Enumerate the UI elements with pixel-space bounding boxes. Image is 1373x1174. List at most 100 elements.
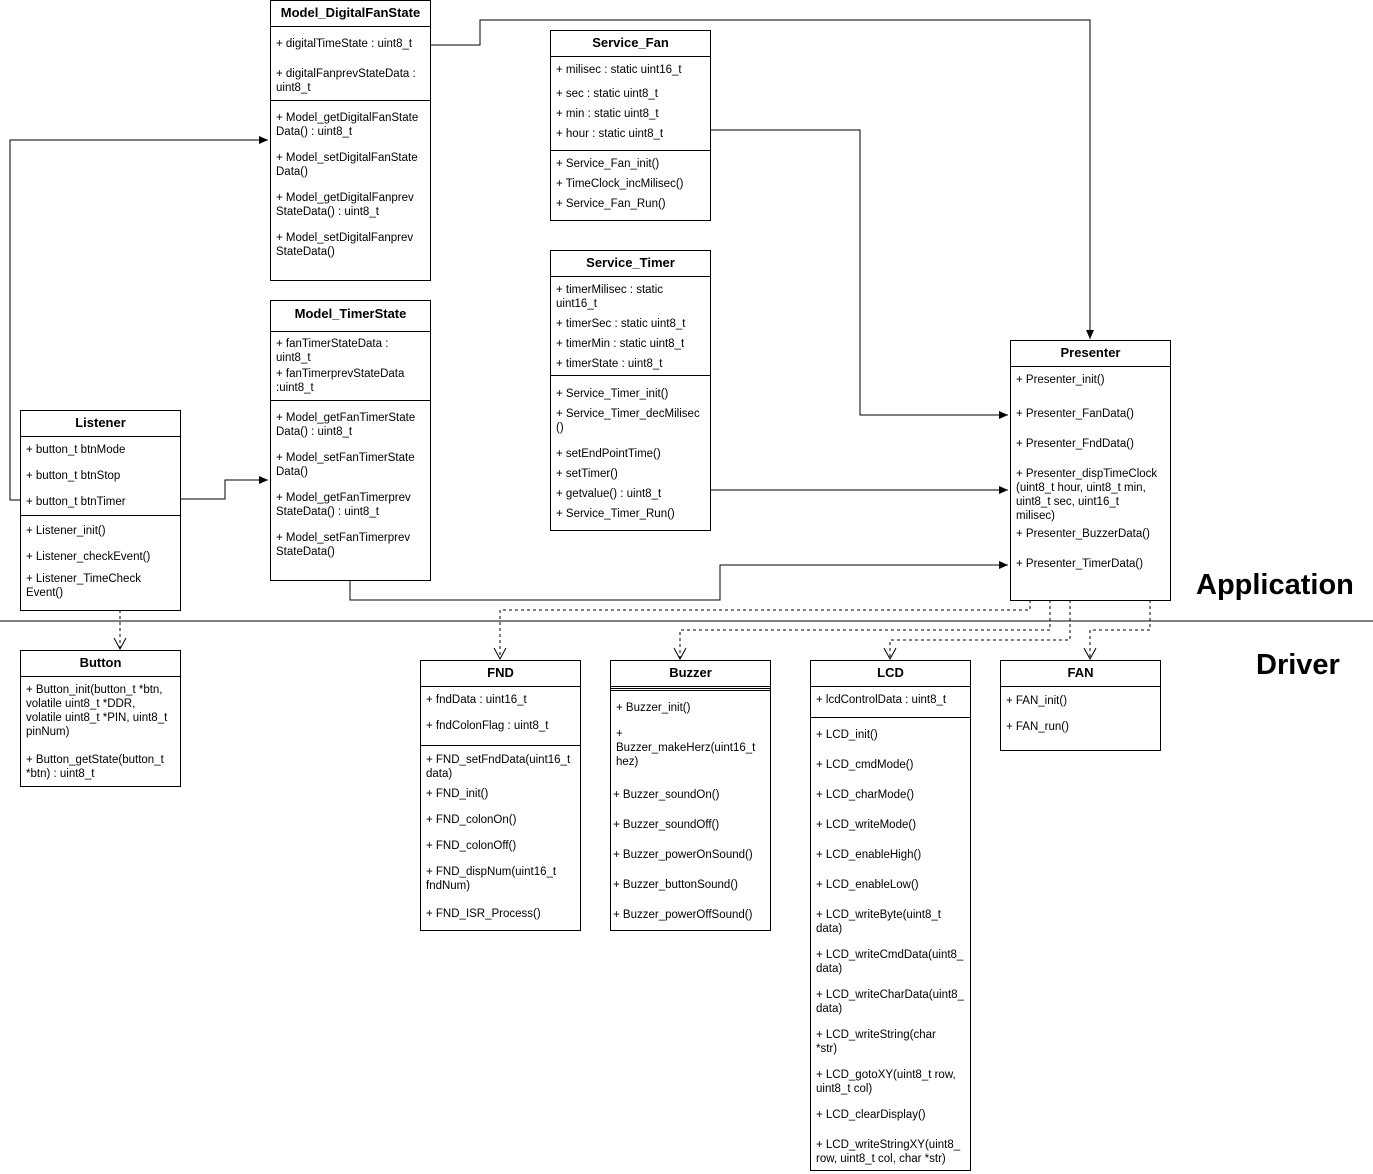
method: + Buzzer_powerOffSound()	[613, 908, 768, 922]
attribute: + timerSec : static uint8_t	[556, 317, 708, 331]
edge-model-digital-to-presenter	[430, 20, 1090, 339]
method: + Model_getFanTimerprev StateData() : ui…	[276, 491, 428, 519]
class-service-timer[interactable]: Service_Timer + timerMilisec : static ui…	[550, 250, 711, 531]
method: + Model_setFanTimerState Data()	[276, 451, 428, 479]
method: + Model_setFanTimerprev StateData()	[276, 531, 428, 559]
class-fan[interactable]: FAN + FAN_init() + FAN_run()	[1000, 660, 1161, 751]
method: + Presenter_FanData()	[1016, 407, 1168, 421]
attribute: + fanTimerStateData : uint8_t	[276, 337, 428, 365]
class-model-timer-state[interactable]: Model_TimerState + fanTimerStateData : u…	[270, 300, 431, 581]
method: + Presenter_init()	[1016, 373, 1168, 387]
method-section: + Service_Timer_init() + Service_Timer_d…	[551, 376, 710, 530]
method: + Listener_checkEvent()	[26, 550, 178, 564]
method: + FND_init()	[426, 787, 578, 801]
method: + LCD_enableHigh()	[816, 848, 968, 862]
method: + setTimer()	[556, 467, 708, 481]
class-title: Buzzer	[611, 661, 770, 687]
class-title: Button	[21, 651, 180, 677]
class-title: FAN	[1001, 661, 1160, 687]
class-lcd[interactable]: LCD + lcdControlData : uint8_t + LCD_ini…	[810, 660, 971, 1171]
method: + LCD_writeMode()	[816, 818, 968, 832]
class-title: Service_Timer	[551, 251, 710, 277]
method: + Button_init(button_t *btn, volatile ui…	[26, 683, 178, 739]
method: + LCD_charMode()	[816, 788, 968, 802]
method-section: + Buzzer_init() + Buzzer_makeHerz(uint16…	[611, 691, 770, 930]
method: + Listener_TimeCheck Event()	[26, 572, 178, 600]
method: + getvalue() : uint8_t	[556, 487, 708, 501]
method: + FND_colonOff()	[426, 839, 578, 853]
method-section: + Service_Fan_init() + TimeClock_incMili…	[551, 151, 710, 220]
class-listener[interactable]: Listener + button_t btnMode + button_t b…	[20, 410, 181, 611]
attribute: + button_t btnStop	[26, 469, 178, 483]
method: + Model_setDigitalFanState Data()	[276, 151, 428, 179]
method: + Presenter_FndData()	[1016, 437, 1168, 451]
method: + FND_ISR_Process()	[426, 907, 578, 921]
attribute: + button_t btnMode	[26, 443, 178, 457]
class-fnd[interactable]: FND + fndData : uint16_t + fndColonFlag …	[420, 660, 581, 931]
attribute: + sec : static uint8_t	[556, 87, 708, 101]
attribute: + fanTimerprevStateData :uint8_t	[276, 367, 428, 395]
method: + LCD_cmdMode()	[816, 758, 968, 772]
method: + Presenter_dispTimeClock (uint8_t hour,…	[1016, 467, 1168, 523]
method: + Listener_init()	[26, 524, 178, 538]
method: + LCD_clearDisplay()	[816, 1108, 968, 1122]
dep-presenter-to-buzzer	[680, 600, 1050, 659]
method: + Buzzer_soundOff()	[613, 818, 768, 832]
attribute: + timerMin : static uint8_t	[556, 337, 708, 351]
method: + LCD_gotoXY(uint8_t row, uint8_t col)	[816, 1068, 968, 1096]
method: + Model_getFanTimerState Data() : uint8_…	[276, 411, 428, 439]
method: + FND_setFndData(uint16_t data)	[426, 753, 578, 781]
method: + Buzzer_init()	[616, 701, 768, 715]
attribute: + timerMilisec : static uint16_t	[556, 283, 708, 311]
attribute: + digitalTimeState : uint8_t	[276, 37, 428, 51]
method-section: + FND_setFndData(uint16_t data) + FND_in…	[421, 746, 580, 930]
method: + TimeClock_incMilisec()	[556, 177, 708, 191]
edge-listener-to-model-timer	[180, 480, 268, 499]
method: + FAN_run()	[1006, 720, 1158, 734]
class-title: Listener	[21, 411, 180, 437]
class-model-digital-fan-state[interactable]: Model_DigitalFanState + digitalTimeState…	[270, 0, 431, 281]
attribute: + timerState : uint8_t	[556, 357, 708, 371]
attribute: + button_t btnTimer	[26, 495, 178, 509]
attribute-section: + fndData : uint16_t + fndColonFlag : ui…	[421, 687, 580, 746]
method-section: + Button_init(button_t *btn, volatile ui…	[21, 677, 180, 786]
attribute: + digitalFanprevStateData : uint8_t	[276, 67, 428, 95]
attribute: + milisec : static uint16_t	[556, 63, 708, 77]
attribute: + hour : static uint8_t	[556, 127, 708, 141]
method-section: + Model_getDigitalFanState Data() : uint…	[271, 101, 430, 280]
class-title: Model_TimerState	[271, 301, 430, 332]
method: + LCD_writeStringXY(uint8_ row, uint8_t …	[816, 1138, 968, 1166]
method: + Service_Fan_Run()	[556, 197, 708, 211]
method: + Service_Timer_decMilisec ()	[556, 407, 708, 435]
method: + Buzzer_powerOnSound()	[613, 848, 768, 862]
class-buzzer[interactable]: Buzzer + Buzzer_init() + Buzzer_makeHerz…	[610, 660, 771, 931]
method-section: + Listener_init() + Listener_checkEvent(…	[21, 516, 180, 610]
method: + Presenter_BuzzerData()	[1016, 527, 1168, 541]
attribute-section: + fanTimerStateData : uint8_t + fanTimer…	[271, 332, 430, 401]
dep-presenter-to-fan	[1090, 600, 1150, 659]
method: + LCD_enableLow()	[816, 878, 968, 892]
layer-label-application: Application	[1196, 569, 1354, 602]
method: + LCD_init()	[816, 728, 968, 742]
method-section: + Model_getFanTimerState Data() : uint8_…	[271, 401, 430, 580]
attribute: + fndData : uint16_t	[426, 693, 578, 707]
class-presenter[interactable]: Presenter + Presenter_init() + Presenter…	[1010, 340, 1171, 601]
method: + Buzzer_soundOn()	[613, 788, 768, 802]
class-title: Model_DigitalFanState	[271, 1, 430, 27]
attribute-section: + lcdControlData : uint8_t	[811, 687, 970, 718]
method: + Service_Fan_init()	[556, 157, 708, 171]
method: + FND_dispNum(uint16_t fndNum)	[426, 865, 578, 893]
class-title: LCD	[811, 661, 970, 687]
method: + Service_Timer_Run()	[556, 507, 708, 521]
method: + LCD_writeCharData(uint8_ data)	[816, 988, 968, 1016]
class-title: FND	[421, 661, 580, 687]
attribute: + lcdControlData : uint8_t	[816, 693, 968, 707]
method: + Service_Timer_init()	[556, 387, 708, 401]
edge-model-timer-to-presenter	[350, 565, 1008, 600]
method: + Presenter_TimerData()	[1016, 557, 1168, 571]
class-service-fan[interactable]: Service_Fan + milisec : static uint16_t …	[550, 30, 711, 221]
class-button[interactable]: Button + Button_init(button_t *btn, vola…	[20, 650, 181, 787]
method: + FAN_init()	[1006, 694, 1158, 708]
method: + FND_colonOn()	[426, 813, 578, 827]
method-section: + FAN_init() + FAN_run()	[1001, 687, 1160, 750]
